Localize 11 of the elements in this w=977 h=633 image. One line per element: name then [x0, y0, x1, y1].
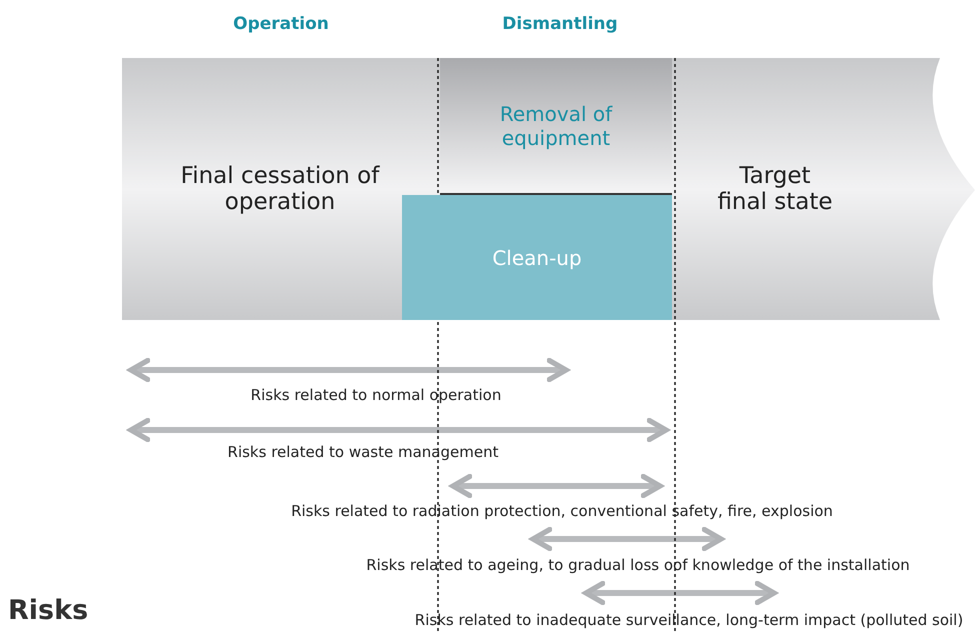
- phase-heading: Dismantling: [502, 14, 618, 34]
- risk-label: Risks related to ageing, to gradual loss oof knowledge of the installation: [366, 556, 910, 574]
- process-stage: Clean-up: [402, 195, 672, 320]
- process-stage: Removal of equipment: [440, 58, 672, 195]
- phase-heading: Operation: [233, 14, 329, 34]
- risk-label: Risks related to normal operation: [250, 386, 502, 404]
- target-stage: Target final state: [675, 58, 875, 320]
- risk-label: Risks related to waste management: [228, 443, 498, 461]
- risk-label: Risks related to inadequate surveillance, long-term impact (polluted soil): [414, 611, 964, 629]
- section-heading: Risks: [8, 595, 88, 626]
- risk-label: Risks related to radiation protection, conventional safety, fire, explosion: [291, 502, 833, 520]
